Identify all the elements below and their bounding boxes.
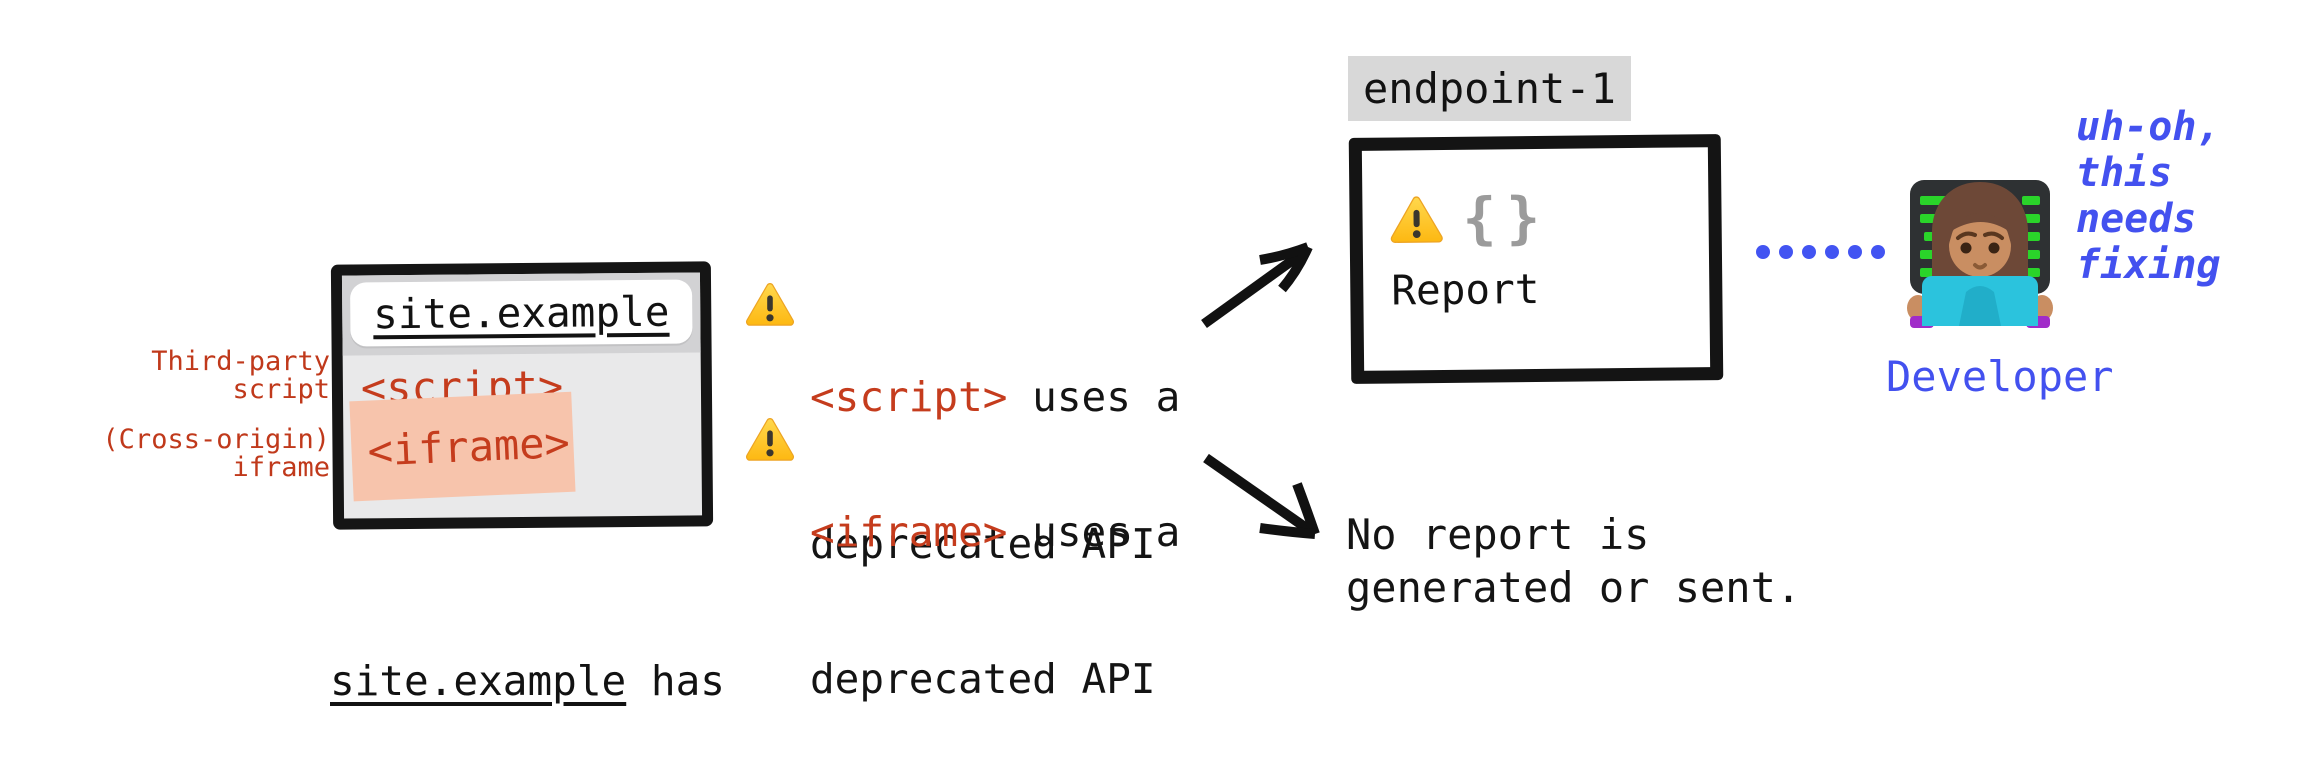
- side-label-third-party-script: Third-party script: [95, 348, 330, 404]
- dotted-line-connector: [1756, 245, 1885, 259]
- warning-icon: [1390, 196, 1443, 243]
- side-label-line: (Cross-origin): [102, 424, 330, 455]
- side-label-cross-origin-iframe: (Cross-origin) iframe: [95, 426, 330, 482]
- warning-rest: uses a: [1007, 508, 1181, 556]
- caption-after-site: has: [626, 657, 725, 705]
- arrow-to-endpoint: [1201, 242, 1313, 329]
- iframe-highlight: <iframe>: [349, 391, 576, 502]
- address-bar: site.example: [350, 279, 693, 347]
- dot: [1871, 245, 1885, 259]
- dot: [1779, 245, 1793, 259]
- thought-line: this: [2076, 150, 2173, 196]
- address-url: site.example: [372, 287, 670, 339]
- thought-line: needs: [2076, 196, 2197, 242]
- iframe-tag-element: <iframe>: [366, 417, 571, 476]
- warning-text: <script> uses a deprecated API: [810, 275, 1180, 667]
- thought-line: uh-oh,: [2076, 104, 2221, 150]
- warning-rest: uses a: [1007, 373, 1181, 421]
- caption-site: site.example: [330, 657, 627, 705]
- warning-tag: <iframe>: [810, 508, 1008, 556]
- developer-label: Developer: [1886, 352, 2114, 401]
- developer-thought-text: uh-oh, this needs fixing: [2076, 104, 2221, 288]
- dot: [1802, 245, 1816, 259]
- arrow-to-no-report: [1203, 453, 1320, 539]
- warning-line-2: deprecated API: [810, 655, 1156, 703]
- dot: [1825, 245, 1839, 259]
- warning-line-2: deprecated API: [810, 520, 1156, 568]
- side-label-line: script: [232, 374, 330, 405]
- endpoint-name-label: endpoint-1: [1348, 56, 1631, 121]
- warning-row-script: <script> uses a deprecated API: [744, 275, 1180, 667]
- warning-line-1: <iframe> uses a: [810, 508, 1180, 557]
- no-report-line-2: generated or sent.: [1346, 563, 1802, 612]
- dot: [1756, 245, 1770, 259]
- report-label: Report: [1391, 264, 1540, 315]
- thought-line: fixing: [2076, 242, 2221, 288]
- warning-tag: <script>: [810, 373, 1008, 421]
- dot: [1848, 245, 1862, 259]
- no-report-text: No report is generated or sent.: [1346, 508, 1801, 614]
- json-braces-icon: {}: [1462, 185, 1551, 252]
- endpoint-box: {} Report: [1348, 134, 1724, 384]
- warning-icon: [745, 418, 795, 461]
- side-label-line: iframe: [232, 452, 330, 483]
- warning-line-1: <script> uses a: [810, 373, 1180, 422]
- caption: site.example has Reporting-Endpoints set…: [330, 536, 891, 762]
- browser-window: site.example <script> <iframe>: [330, 261, 714, 530]
- warning-text: <iframe> uses a deprecated API: [810, 410, 1180, 762]
- no-report-line-1: No report is: [1346, 510, 1650, 559]
- side-label-line: Third-party: [151, 346, 330, 377]
- caption-line-1: site.example has: [330, 652, 891, 710]
- browser-topbar: site.example: [341, 272, 701, 356]
- warning-icon: [745, 283, 795, 326]
- woman-technologist-emoji: [1907, 180, 2053, 328]
- warning-row-iframe: <iframe> uses a deprecated API: [744, 410, 1180, 762]
- report-icon-row: {}: [1388, 185, 1551, 252]
